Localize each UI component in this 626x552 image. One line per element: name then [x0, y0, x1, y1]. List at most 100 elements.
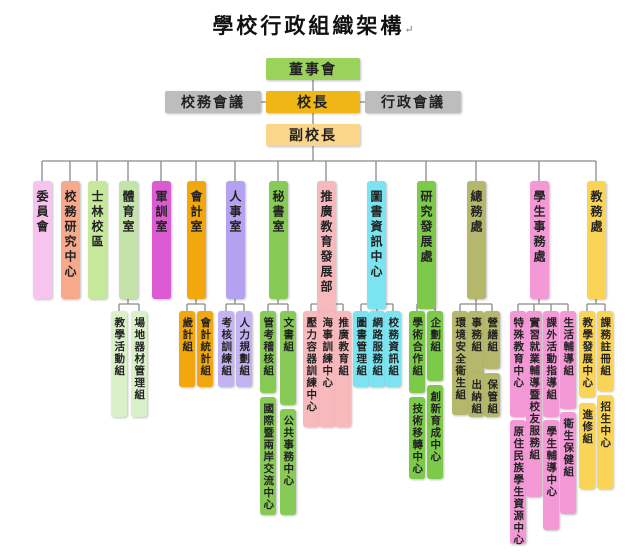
sub-unit-label: 海事訓練中心 — [321, 317, 334, 389]
dept-research: 校務研究中心 — [60, 181, 80, 299]
dept-pe: 體育室 — [118, 181, 138, 299]
dept-committee: 委員會 — [32, 181, 52, 299]
dept-library: 圖書資訊中心 — [366, 181, 386, 309]
sub-unit-general-4: 保管組 — [484, 373, 500, 417]
sub-unit-extension-1: 海事訓練中心 — [319, 311, 335, 427]
sub-unit-extension-0: 壓力容器訓練中心 — [303, 311, 319, 427]
sub-unit-label: 環境安全衛生組 — [454, 317, 467, 401]
dept-secretariat: 秘書室 — [268, 181, 288, 299]
sub-unit-secretariat-2: 文書組 — [280, 311, 296, 405]
dept-label-rnd: 研究發展處 — [419, 190, 433, 265]
sub-unit-student-3: 課外活動指導組 — [543, 311, 559, 417]
dept-label-shilin: 士林校區 — [90, 190, 104, 250]
sub-unit-label: 保管組 — [486, 379, 499, 415]
dept-label-general: 總務處 — [469, 190, 483, 235]
sub-unit-rnd-1: 技術移轉中心 — [409, 397, 425, 479]
sub-unit-general-2: 出納組 — [468, 373, 484, 417]
sub-unit-label: 出納組 — [470, 379, 483, 415]
school-affairs-meeting-node: 校務會議 — [165, 91, 261, 113]
dept-label-military: 軍訓室 — [154, 190, 168, 235]
administrative-meeting-node: 行政會議 — [365, 91, 461, 113]
sub-unit-library-0: 圖書管理組 — [353, 311, 369, 387]
chart-title-text: 學校行政組織架構 — [212, 13, 405, 38]
sub-unit-label: 校務資訊組 — [387, 317, 400, 377]
sub-unit-academic-1: 進修組 — [579, 403, 595, 489]
sub-unit-pe-1: 場地器材管理組 — [131, 311, 147, 417]
sub-unit-label: 會計統計組 — [199, 317, 212, 377]
sub-unit-label: 事務組 — [470, 317, 483, 353]
sub-unit-student-0: 特殊教育中心 — [510, 311, 526, 417]
sub-unit-library-2: 校務資訊組 — [385, 311, 401, 387]
sub-unit-rnd-3: 創新育成中心 — [427, 385, 443, 479]
sub-unit-accounting-0: 歲計組 — [179, 311, 195, 387]
sub-unit-academic-3: 招生中心 — [597, 395, 613, 489]
sub-unit-label: 營繕組 — [486, 317, 499, 353]
sub-unit-secretariat-0: 管考稽核組 — [260, 311, 276, 393]
sub-unit-label: 公共事務中心 — [282, 415, 295, 487]
dept-accounting: 會計室 — [186, 181, 206, 299]
dept-rnd: 研究發展處 — [416, 181, 436, 309]
sub-unit-label: 管考稽核組 — [262, 317, 275, 377]
sub-unit-label: 學術合作組 — [411, 317, 424, 377]
sub-unit-secretariat-3: 公共事務中心 — [280, 409, 296, 515]
sub-unit-library-1: 網路服務組 — [369, 311, 385, 387]
dept-label-pe: 體育室 — [121, 190, 135, 235]
sub-unit-student-6: 衛生保健組 — [560, 412, 576, 514]
sub-unit-label: 人力規劃組 — [238, 317, 251, 377]
dept-label-committee: 委員會 — [35, 190, 49, 235]
sub-unit-label: 衛生保健組 — [562, 418, 575, 478]
sub-unit-label: 國際暨兩岸交流中心 — [262, 403, 275, 511]
dept-label-personnel: 人事室 — [228, 190, 242, 235]
sub-unit-label: 進修組 — [581, 409, 594, 445]
sub-unit-academic-0: 教學發展中心 — [579, 311, 595, 397]
sub-unit-general-3: 營繕組 — [484, 311, 500, 369]
sub-unit-student-1: 原住民族學生資源中心 — [510, 420, 526, 546]
sub-unit-personnel-0: 考核訓練組 — [218, 311, 234, 387]
sub-unit-extension-2: 推廣教育組 — [335, 311, 351, 427]
dept-general: 總務處 — [466, 181, 486, 299]
sub-unit-label: 原住民族學生資源中心 — [512, 426, 525, 546]
dept-label-secretariat: 秘書室 — [271, 190, 285, 235]
board-node: 董事會 — [266, 58, 360, 80]
sub-unit-label: 特殊教育中心 — [512, 317, 525, 389]
sub-unit-label: 企劃組 — [429, 317, 442, 353]
sub-unit-rnd-0: 學術合作組 — [409, 311, 425, 393]
sub-unit-label: 課外活動指導組 — [545, 317, 558, 401]
dept-label-accounting: 會計室 — [189, 190, 203, 235]
sub-unit-label: 考核訓練組 — [220, 317, 233, 377]
dept-label-library: 圖書資訊中心 — [369, 190, 383, 280]
sub-unit-label: 壓力容器訓練中心 — [305, 317, 318, 413]
sub-unit-general-0: 環境安全衛生組 — [452, 311, 468, 415]
principal-node: 校長 — [266, 91, 360, 113]
sub-unit-academic-2: 課務註冊組 — [597, 311, 613, 391]
sub-unit-label: 課務註冊組 — [599, 317, 612, 377]
sub-unit-label: 教學活動組 — [113, 317, 126, 377]
sub-unit-secretariat-1: 國際暨兩岸交流中心 — [260, 397, 276, 515]
sub-unit-student-5: 生活輔導組 — [560, 311, 576, 409]
sub-unit-label: 場地器材管理組 — [133, 317, 146, 401]
chart-title: 學校行政組織架構↵ — [0, 10, 626, 40]
sub-unit-general-1: 事務組 — [468, 311, 484, 381]
dept-personnel: 人事室 — [225, 181, 245, 299]
sub-unit-label: 招生中心 — [599, 401, 612, 449]
sub-unit-label: 歲計組 — [181, 317, 194, 353]
dept-extension: 推廣教育發展部 — [316, 181, 336, 343]
vice-principal-node: 副校長 — [266, 124, 360, 146]
sub-unit-label: 教學發展中心 — [581, 317, 594, 389]
sub-unit-label: 技術移轉中心 — [411, 403, 424, 475]
sub-unit-pe-0: 教學活動組 — [111, 311, 127, 417]
sub-unit-student-4: 學生輔導中心 — [543, 420, 559, 530]
dept-shilin: 士林校區 — [87, 181, 107, 299]
dept-label-student: 學生事務處 — [532, 190, 546, 265]
sub-unit-label: 推廣教育組 — [337, 317, 350, 377]
sub-unit-label: 圖書管理組 — [355, 317, 368, 377]
sub-unit-label: 生活輔導組 — [562, 317, 575, 377]
dept-label-extension: 推廣教育發展部 — [319, 190, 333, 295]
paragraph-mark: ↵ — [404, 23, 414, 36]
sub-unit-label: 實習就業輔導暨校友服務組 — [528, 317, 541, 461]
dept-label-research: 校務研究中心 — [63, 190, 77, 280]
sub-unit-label: 創新育成中心 — [429, 391, 442, 463]
dept-label-academic: 教務處 — [589, 190, 603, 235]
